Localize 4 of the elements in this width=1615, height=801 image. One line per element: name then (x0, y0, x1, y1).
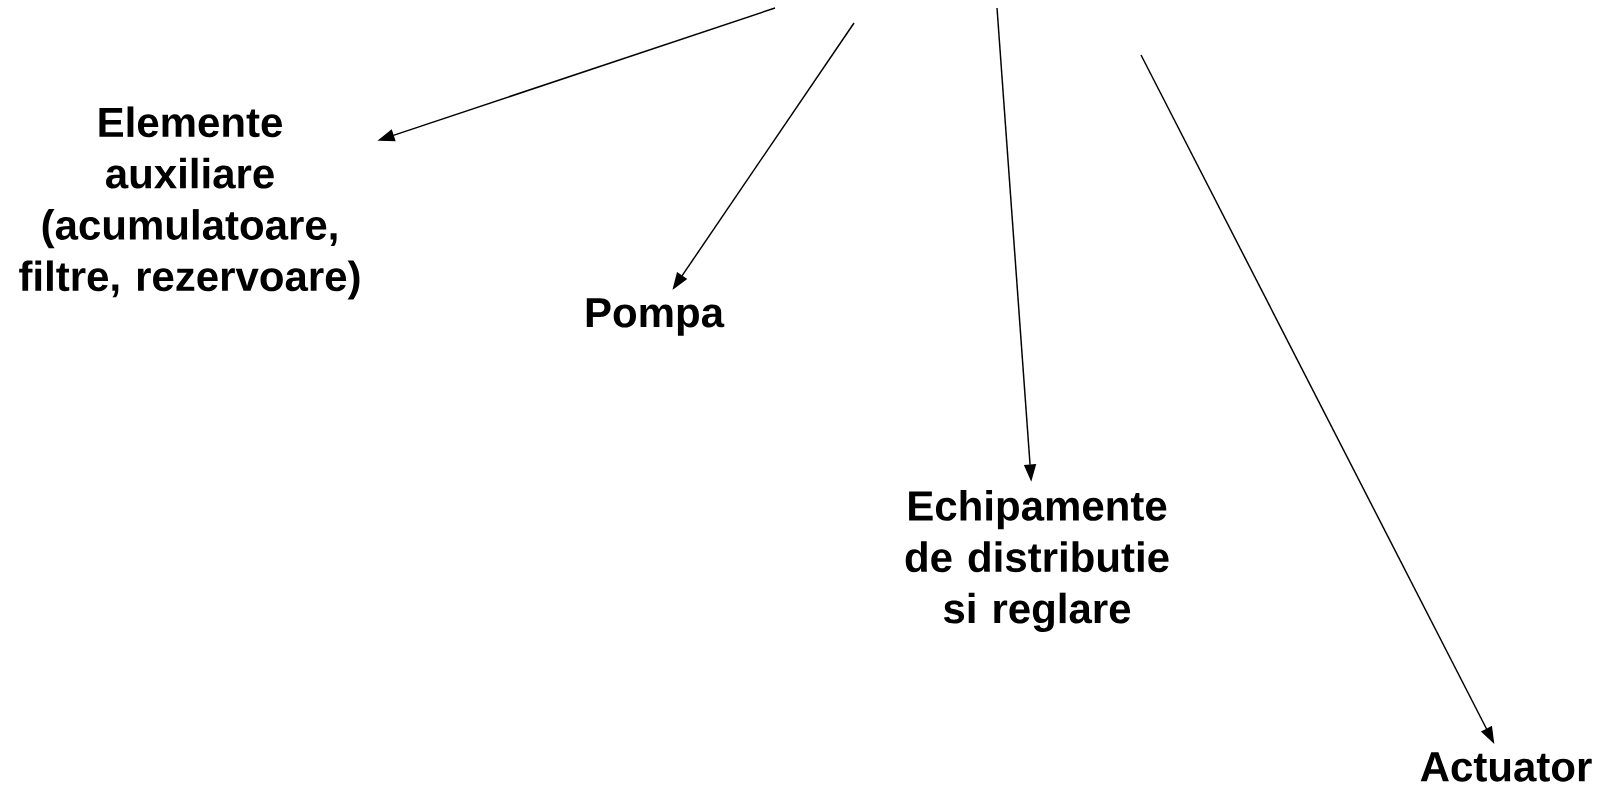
node-label: Elemente auxiliare (acumulatoare, filtre, rezervoare) (19, 106, 360, 300)
node-label: Echipamente de distributie si reglare (905, 490, 1169, 632)
node-label: Actuator (1420, 752, 1592, 782)
node-label: Pompa (586, 298, 725, 336)
